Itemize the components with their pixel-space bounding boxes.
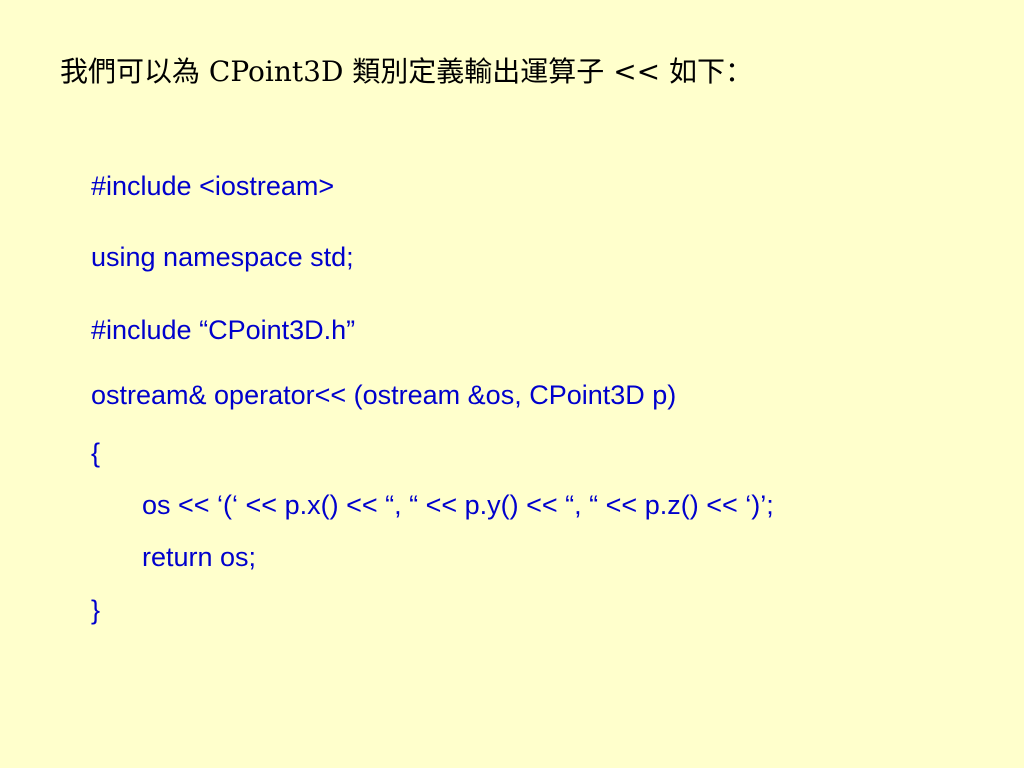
code-line-using-namespace: using namespace std; bbox=[91, 242, 354, 272]
code-line-return-statement: return os; bbox=[142, 542, 257, 572]
code-line-include-iostream: #include <iostream> bbox=[91, 171, 335, 201]
code-line-close-brace: } bbox=[91, 595, 101, 625]
slide-heading: 我們可以為 CPoint3D 類別定義輸出運算子 << 如下： bbox=[60, 55, 754, 88]
code-line-operator-signature: ostream& operator<< (ostream &os, CPoint… bbox=[91, 380, 677, 410]
code-line-open-brace: { bbox=[91, 438, 101, 468]
code-line-include-header: #include “CPoint3D.h” bbox=[91, 315, 356, 345]
code-line-output-statement: os << ‘(‘ << p.x() << “, “ << p.y() << “… bbox=[142, 490, 774, 520]
